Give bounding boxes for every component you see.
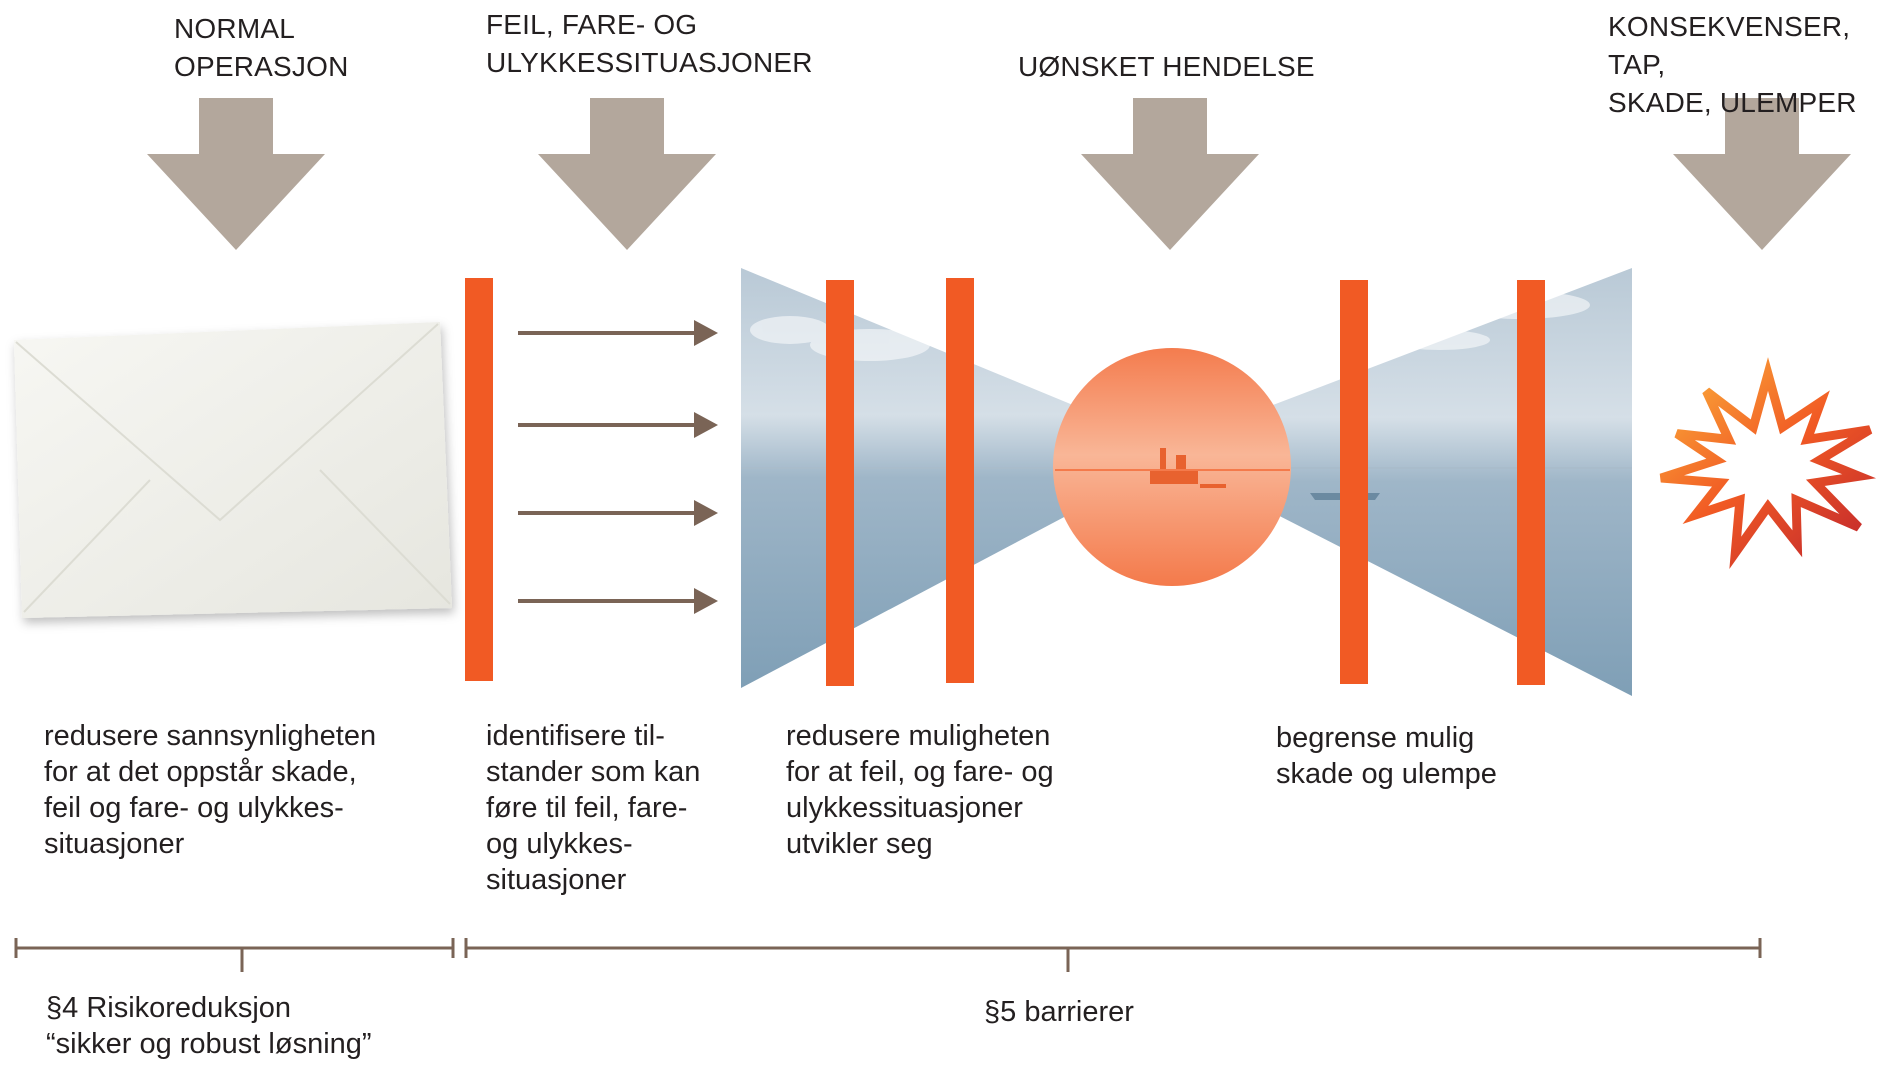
event-circle-icon [1053,348,1291,586]
right-arrow-icon-3 [518,500,718,526]
section-label-barriers: §5 barrierer [984,996,1134,1028]
barrier-bar-3 [1340,280,1368,684]
envelope-folds [15,323,451,613]
right-arrow-icon-1 [518,320,718,346]
section-label-risk-reduction: §4 Risikoreduksjon “sikker og robust løs… [46,992,372,1060]
description-identify-conditions: identifisere til- stander som kan føre t… [486,720,701,896]
down-arrow-icon-1 [147,98,325,250]
description-reduce-development: redusere muligheten for at feil, og fare… [786,720,1054,860]
right-arrow-icon-4 [518,588,718,614]
bracket-line-section-5 [464,938,1762,972]
stage-title-undesired-event: UØNSKET HENDELSE [1018,51,1315,82]
barrier-bar-1 [826,280,854,686]
down-arrow-icon-3 [1081,98,1259,250]
description-limit-damage: begrense mulig skade og ulempe [1276,722,1497,790]
right-arrow-icon-2 [518,412,718,438]
bracket-line-section-4 [14,938,455,972]
down-arrow-icon-4 [1673,98,1851,250]
stage-title-fault-situations: FEIL, FARE- OG ULYKKESSITUASJONER [486,9,813,78]
barrier-bar-left [465,278,493,681]
explosion-icon [1659,357,1877,569]
stage-title-consequences: KONSEKVENSER, TAP, SKADE, ULEMPER [1608,11,1857,118]
barrier-bar-4 [1517,280,1545,685]
envelope-icon [14,322,452,618]
barrier-bar-2 [946,278,974,683]
stage-title-normal-operation: NORMAL OPERASJON [174,13,349,82]
description-reduce-probability: redusere sannsynligheten for at det opps… [44,720,377,860]
down-arrow-icon-2 [538,98,716,250]
